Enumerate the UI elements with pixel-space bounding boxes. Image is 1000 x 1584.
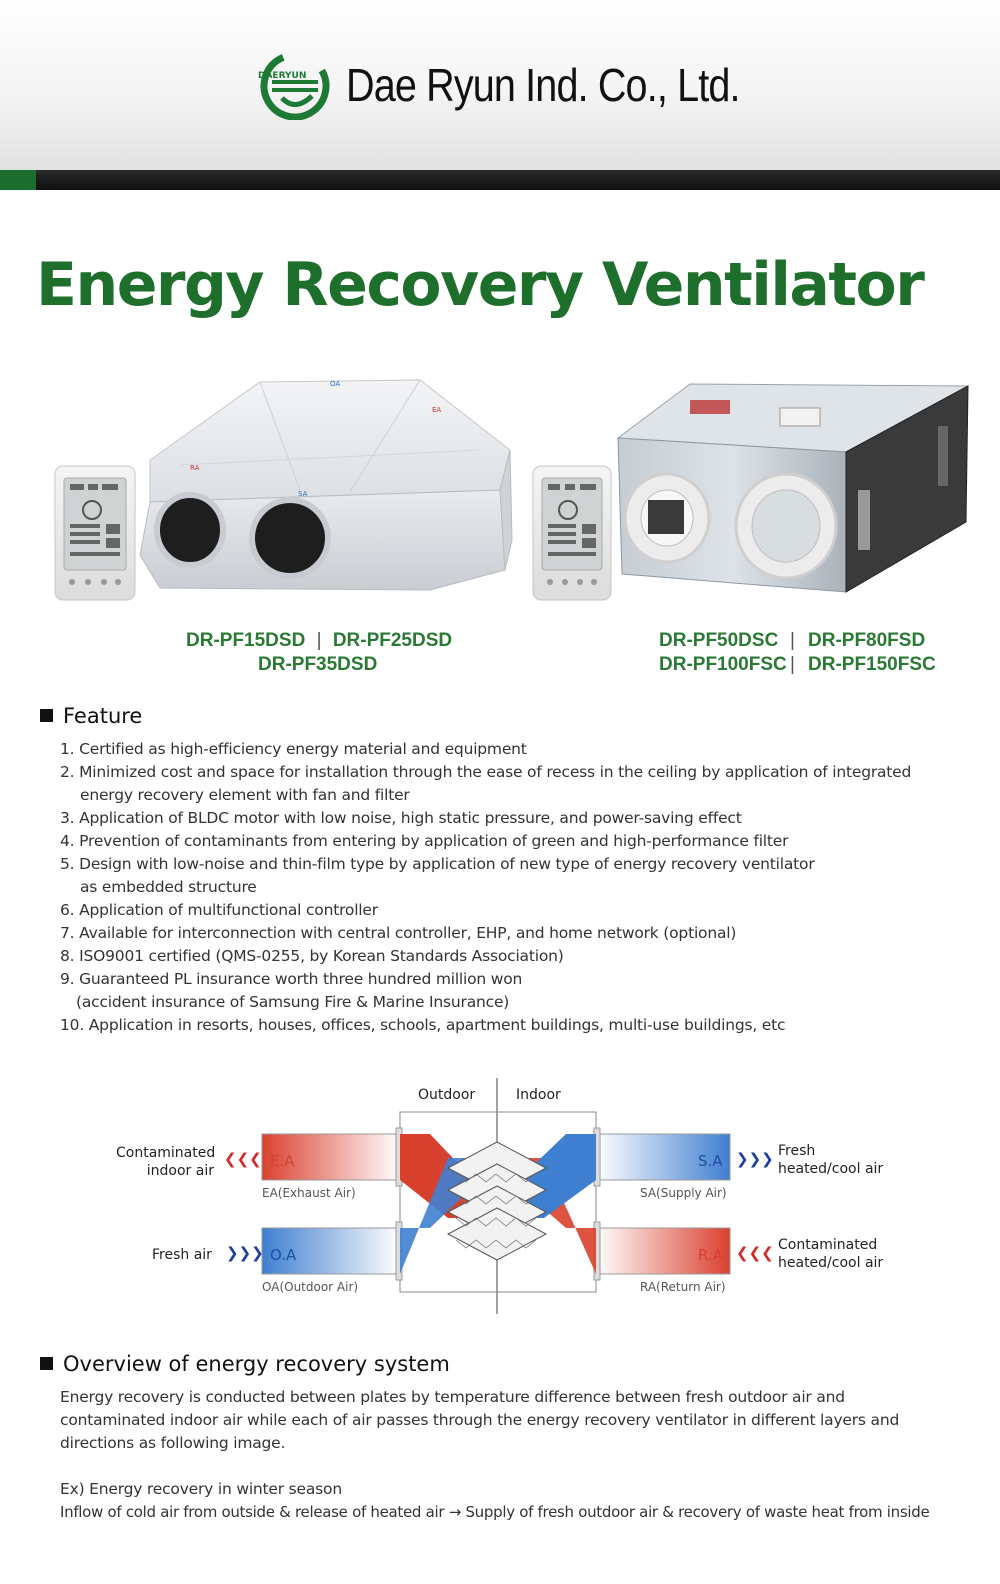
arrows-left-red-icon: ❮❮❮ xyxy=(736,1244,774,1262)
list-item: 5. Design with low-noise and thin-film t… xyxy=(60,855,815,873)
paragraph-spacer xyxy=(60,1455,980,1478)
list-item: as embedded structure xyxy=(80,878,257,896)
overview-text: Energy recovery is conducted between pla… xyxy=(60,1386,980,1524)
paragraph-line: Energy recovery is conducted between pla… xyxy=(60,1388,845,1406)
model-separator: | xyxy=(316,630,322,651)
model-dr-pf80fsd: DR-PF80FSD xyxy=(808,630,926,651)
list-item: 2. Minimized cost and space for installa… xyxy=(60,763,912,781)
svg-text:OA: OA xyxy=(330,380,340,388)
airflow-diagram: Outdoor Indoor Contaminated indoor air ❮… xyxy=(100,1078,920,1318)
list-item: 4. Prevention of contaminants from enter… xyxy=(60,832,789,850)
list-item: 6. Application of multifunctional contro… xyxy=(60,901,378,919)
label-fresh-air: Fresh air xyxy=(152,1247,212,1263)
list-item: energy recovery element with fan and fil… xyxy=(80,786,410,804)
list-item: 1. Certified as high-efficiency energy m… xyxy=(60,740,527,758)
model-dr-pf50dsc: DR-PF50DSC xyxy=(659,630,779,651)
svg-text:RA: RA xyxy=(190,464,200,472)
erv-unit-metal xyxy=(616,383,969,593)
list-item: 10. Application in resorts, houses, offi… xyxy=(60,1016,786,1034)
label-line: indoor air xyxy=(146,1163,214,1179)
erv-unit-white: OA EA RA SA xyxy=(139,379,513,591)
remote-controller-right xyxy=(532,465,612,601)
model-dr-pf100fsc: DR-PF100FSC xyxy=(659,654,787,675)
list-item: 3. Application of BLDC motor with low no… xyxy=(60,809,742,827)
label-line: Fresh xyxy=(778,1143,816,1159)
feature-list: 1. Certified as high-efficiency energy m… xyxy=(60,738,980,1037)
overview-heading: Overview of energy recovery system xyxy=(40,1352,450,1376)
square-bullet-icon xyxy=(40,709,53,722)
model-separator: | xyxy=(790,654,795,675)
model-separator: | xyxy=(790,630,795,651)
list-item: 8. ISO9001 certified (QMS-0255, by Korea… xyxy=(60,947,564,965)
product-images: OA EA RA SA xyxy=(54,379,969,601)
label-line: Contaminated xyxy=(116,1145,216,1161)
label-indoor: Indoor xyxy=(516,1087,561,1103)
overview-heading-text: Overview of energy recovery system xyxy=(63,1352,450,1376)
label-line: heated/cool air xyxy=(778,1255,884,1271)
svg-text:EA: EA xyxy=(432,406,441,414)
model-label-left-1: DR-PF15DSD | DR-PF25DSD xyxy=(186,630,452,652)
label-contaminated-heated-cool-air: Contaminated heated/cool air xyxy=(778,1236,883,1272)
paragraph-line: directions as following image. xyxy=(60,1434,286,1452)
list-item: (accident insurance of Samsung Fire & Ma… xyxy=(76,993,510,1011)
page-title: Energy Recovery Ventilator xyxy=(36,250,925,320)
svg-text:DAERYUN: DAERYUN xyxy=(258,71,306,81)
paragraph-line: contaminated indoor air while each of ai… xyxy=(60,1411,900,1429)
feature-heading-text: Feature xyxy=(63,704,143,728)
daeryun-logo-icon: DAERYUN xyxy=(258,52,330,120)
header-accent-dark xyxy=(36,170,1000,190)
arrows-right-blue-icon: ❯❯❯ xyxy=(736,1150,774,1168)
svg-text:SA: SA xyxy=(298,490,308,498)
model-dr-pf15dsd: DR-PF15DSD xyxy=(186,630,306,651)
model-dr-pf150fsc: DR-PF150FSC xyxy=(808,654,936,675)
model-dr-pf35dsd: DR-PF35DSD xyxy=(258,654,378,675)
caption-ea: EA(Exhaust Air) xyxy=(262,1186,356,1200)
tag-ea: E.A xyxy=(270,1152,295,1170)
list-item: 9. Guaranteed PL insurance worth three h… xyxy=(60,970,523,988)
label-outdoor: Outdoor xyxy=(418,1087,476,1103)
remote-controller-left xyxy=(54,465,136,601)
caption-sa: SA(Supply Air) xyxy=(640,1186,727,1200)
square-bullet-icon xyxy=(40,1357,53,1370)
arrows-left-red-icon: ❮❮❮ xyxy=(224,1150,262,1168)
label-line: Contaminated xyxy=(778,1237,878,1253)
list-item: 7. Available for interconnection with ce… xyxy=(60,924,737,942)
paragraph-line: Ex) Energy recovery in winter season xyxy=(60,1480,342,1498)
caption-oa: OA(Outdoor Air) xyxy=(262,1280,359,1294)
airflow-diagram-graphic xyxy=(261,1078,731,1314)
tag-oa: O.A xyxy=(270,1246,297,1264)
arrows-right-blue-icon: ❯❯❯ xyxy=(226,1244,264,1262)
caption-ra: RA(Return Air) xyxy=(640,1280,726,1294)
header-accent-green xyxy=(0,170,36,190)
tag-sa: S.A xyxy=(698,1152,723,1170)
label-line: heated/cool air xyxy=(778,1161,884,1177)
company-name: Dae Ryun Ind. Co., Ltd. xyxy=(346,59,740,111)
label-contaminated-indoor-air: Contaminated indoor air xyxy=(116,1144,216,1180)
model-dr-pf25dsd: DR-PF25DSD xyxy=(332,630,453,651)
feature-heading: Feature xyxy=(40,704,142,728)
page-header: DAERYUN Dae Ryun Ind. Co., Ltd. xyxy=(0,0,1000,170)
tag-ra: R.A xyxy=(698,1246,723,1264)
label-fresh-heated-cool-air: Fresh heated/cool air xyxy=(778,1142,883,1178)
paragraph-line: Inflow of cold air from outside & releas… xyxy=(60,1503,930,1521)
